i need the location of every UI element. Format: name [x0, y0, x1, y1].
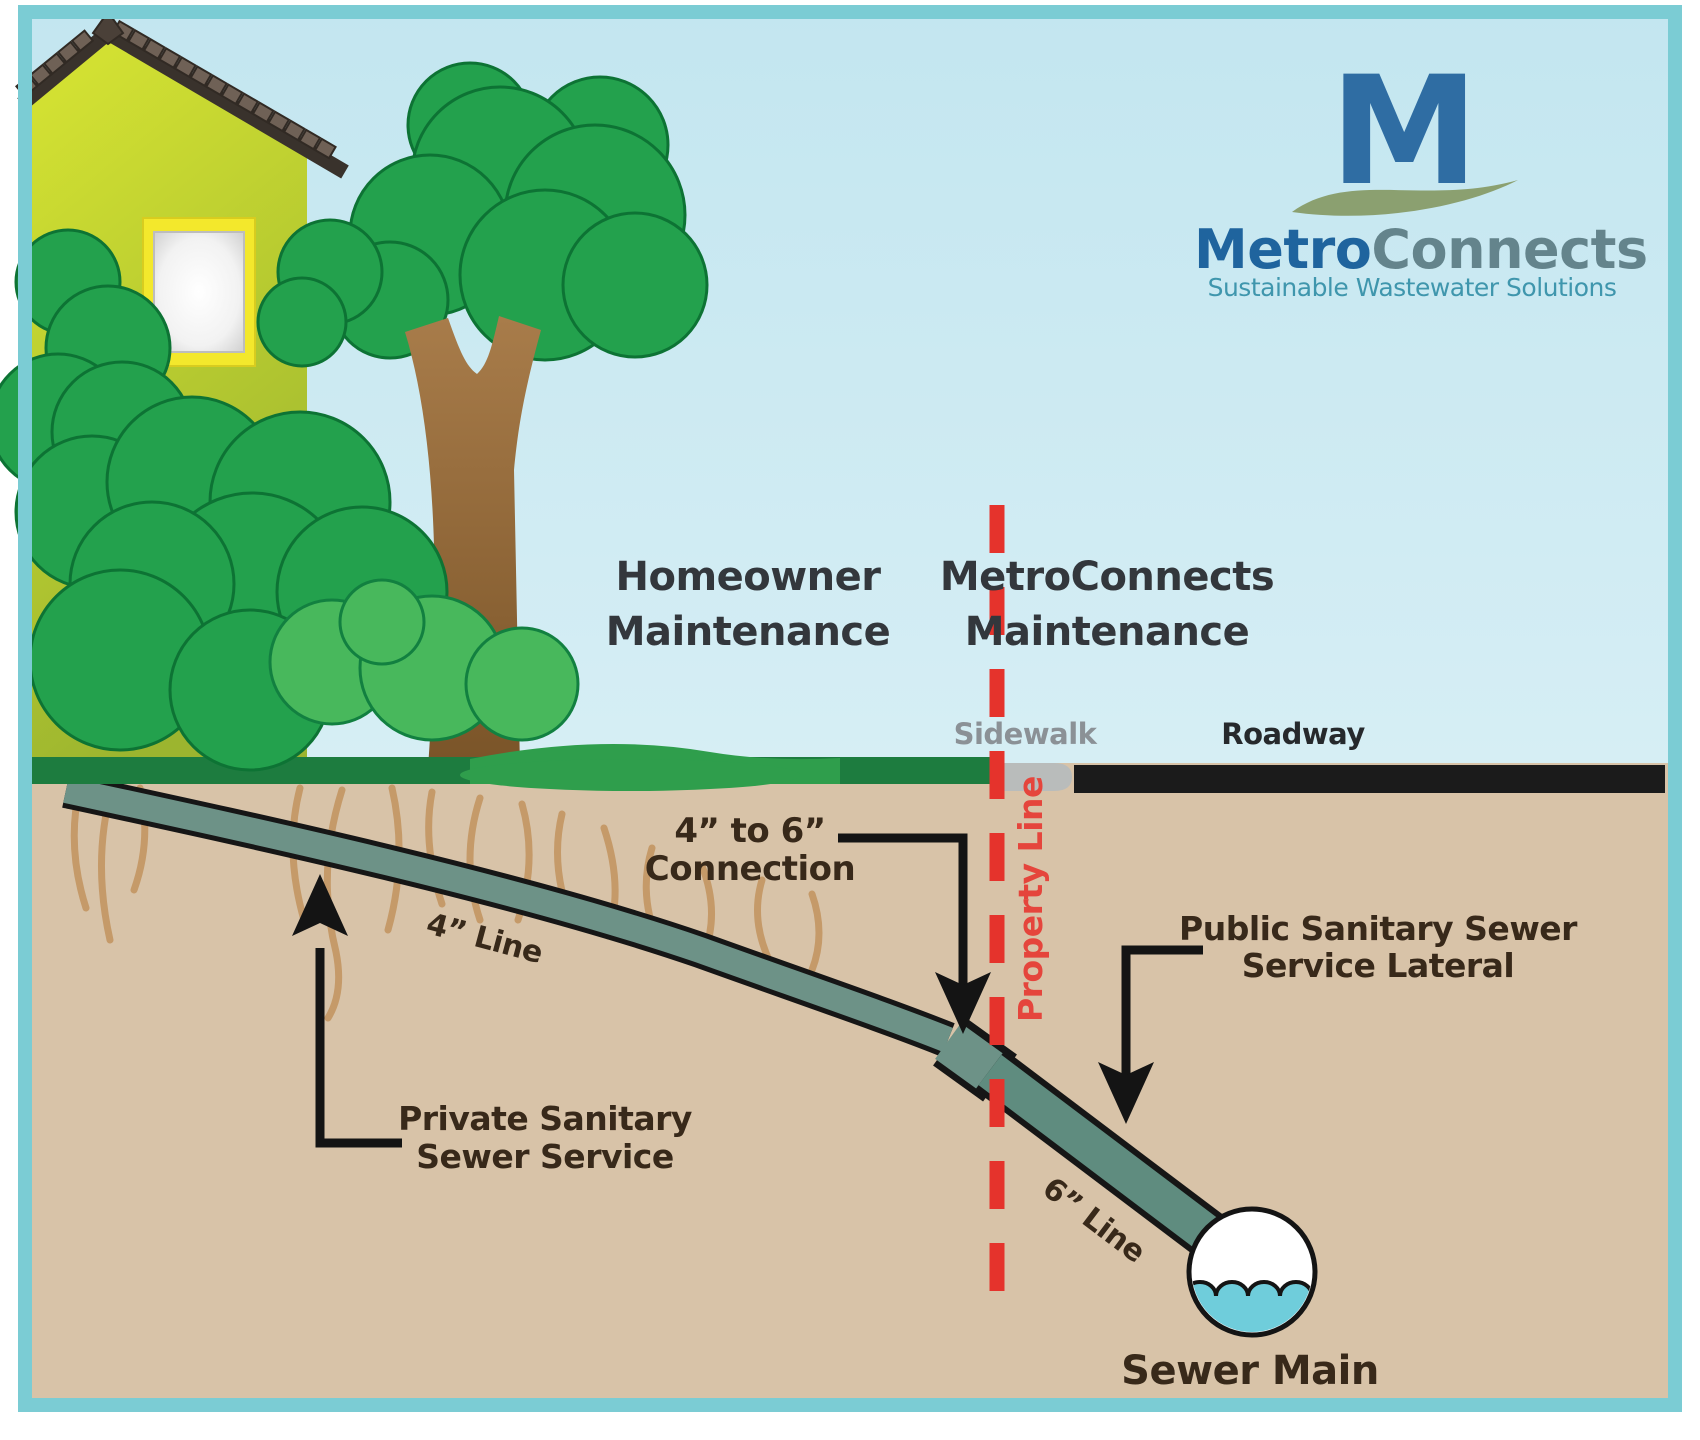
- zone-titles: Homeowner Maintenance MetroConnects Main…: [606, 554, 1275, 655]
- grass-mound-front: [460, 759, 800, 791]
- public-label-line2: Service Lateral: [1242, 946, 1514, 985]
- connection-arrow-line: [838, 833, 968, 988]
- connection-label-line2: Connection: [645, 849, 855, 889]
- roadway-label: Roadway: [1221, 717, 1365, 751]
- roadway-strip: [1074, 765, 1665, 793]
- house-roof: [15, 10, 349, 179]
- private-arrowhead: [292, 874, 348, 936]
- roof-shingles-right: [111, 19, 337, 160]
- pipe-6in: [974, 1050, 1251, 1275]
- private-label-line2: Sewer Service: [416, 1137, 673, 1176]
- logo-wordmark: MetroConnects: [1194, 218, 1648, 281]
- logo-wave-icon: [1292, 180, 1518, 216]
- sewer-main-label: Sewer Main: [1121, 1348, 1379, 1394]
- sidewalk-strip: [995, 763, 1072, 791]
- pipe-4in: [62, 772, 955, 1057]
- logo-tagline: Sustainable Wastewater Solutions: [1208, 273, 1617, 302]
- arrowheads: [292, 874, 1154, 1124]
- annotation-arrows: [315, 833, 1203, 1148]
- homeowner-zone-line1: Homeowner: [615, 554, 881, 600]
- bush-front: [268, 578, 580, 742]
- metro-zone-line1: MetroConnects: [940, 554, 1274, 600]
- private-arrow-line: [315, 948, 402, 1148]
- public-arrowhead: [1098, 1062, 1154, 1124]
- connection-arrowhead: [935, 972, 991, 1034]
- homeowner-zone-line2: Maintenance: [606, 609, 891, 655]
- sidewalk-label: Sidewalk: [954, 717, 1098, 751]
- connection-label-line1: 4” to 6”: [674, 811, 825, 851]
- private-label-line1: Private Sanitary: [398, 1099, 692, 1138]
- metroconnects-logo: M MetroConnects Sustainable Wastewater S…: [1194, 45, 1648, 302]
- frame-border: [18, 5, 1682, 1412]
- public-arrow-line: [1121, 945, 1203, 1078]
- logo-wordmark-connects: Connects: [1371, 218, 1647, 281]
- metro-zone-line2: Maintenance: [965, 609, 1250, 655]
- ground: [32, 763, 1668, 1405]
- logo-wordmark-metro: Metro: [1194, 218, 1371, 281]
- public-label-line1: Public Sanitary Sewer: [1179, 909, 1578, 948]
- property-line-label: Property Line: [1011, 776, 1050, 1022]
- roof-finial: [91, 10, 125, 46]
- sewer-main: [1186, 1206, 1318, 1338]
